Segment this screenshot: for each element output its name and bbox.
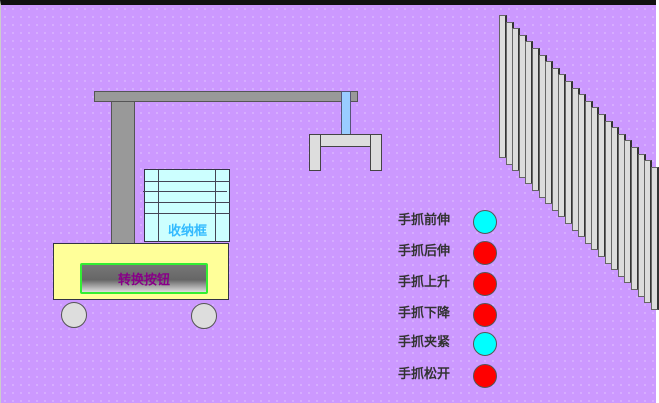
slat [650,166,659,310]
status-indicator-light [473,210,497,234]
cart-wheel-left [61,302,87,328]
gripper-bar [320,134,371,147]
storage-box: 收纳框 [143,169,230,242]
status-indicator-light [473,332,497,356]
status-indicator-light [473,303,497,327]
toggle-button[interactable]: 转换按钮 [80,263,208,294]
storage-box-label: 收纳框 [168,224,208,239]
status-indicator-light [473,272,497,296]
cart-wheel-right [191,303,217,329]
toggle-button-label: 转换按钮 [117,273,170,288]
status-label: 手抓夹紧 [398,335,451,350]
status-label: 手抓后伸 [398,244,451,259]
crane-boom [94,91,358,102]
gripper-left-jaw [309,134,321,171]
gripper-rod [341,91,351,140]
status-label: 手抓前伸 [398,213,451,228]
status-label: 手抓上升 [398,275,451,290]
status-indicator-light [473,364,497,388]
gripper-right-jaw [370,134,382,171]
status-label: 手抓下降 [398,306,451,321]
status-label: 手抓松开 [398,367,451,382]
status-indicator-light [473,241,497,265]
crane-mast [111,91,135,251]
